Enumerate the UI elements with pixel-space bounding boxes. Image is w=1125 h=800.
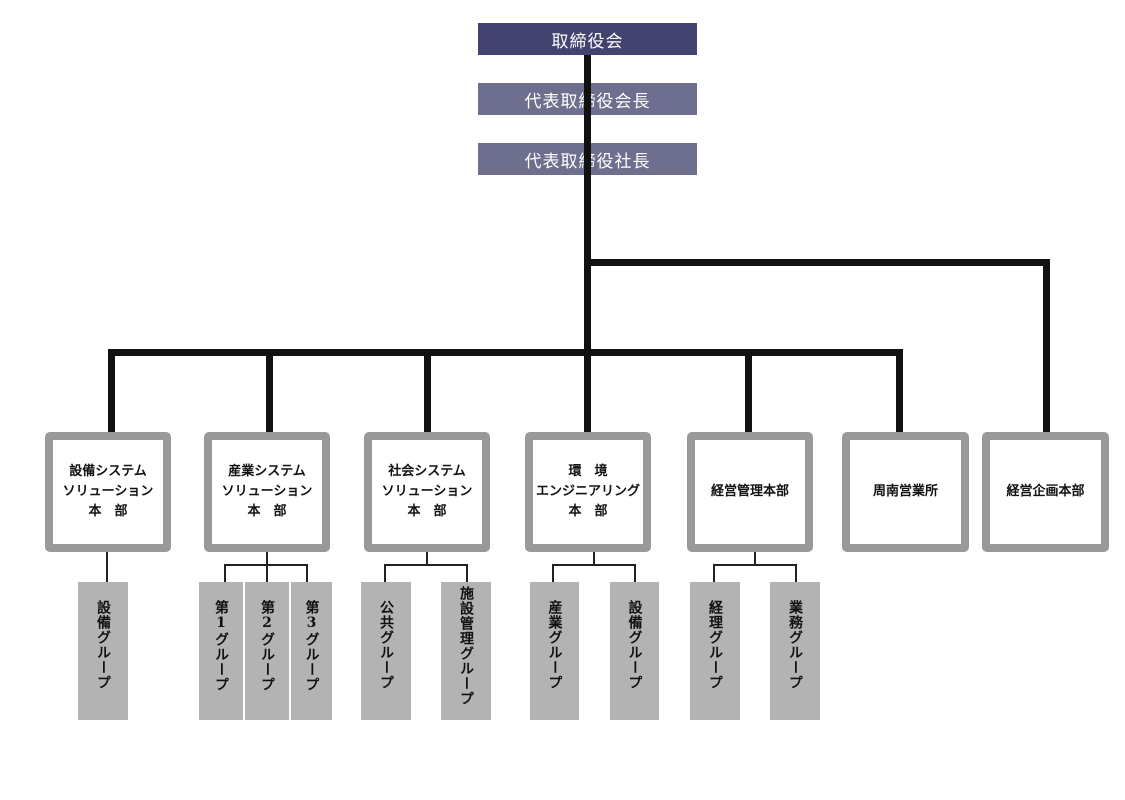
dept-business-management: 経営管理本部 (687, 432, 813, 552)
dept-drop-line (424, 349, 431, 434)
dept-drop-line (108, 349, 115, 434)
dept-equipment-systems: 設備システム ソリューション 本 部 (45, 432, 171, 552)
group-connector (552, 564, 636, 566)
planning-drop-line (1043, 259, 1050, 434)
group-connector (266, 552, 268, 565)
group-connector (552, 564, 554, 582)
dept-social-systems: 社会システム ソリューション 本 部 (364, 432, 490, 552)
planning-branch-line (584, 259, 1050, 266)
group-connector (224, 564, 226, 582)
group-connector (384, 564, 386, 582)
main-trunk-line (584, 55, 591, 355)
group-connector (754, 552, 756, 565)
group-box: 産業グループ (530, 582, 579, 720)
dept-industrial-systems: 産業システム ソリューション 本 部 (204, 432, 330, 552)
group-box: 設備グループ (78, 582, 128, 720)
group-connector (593, 552, 595, 565)
dept-drop-line (745, 349, 752, 434)
group-box: 第1グループ (199, 582, 243, 720)
group-connector (713, 564, 797, 566)
group-connector (426, 552, 428, 565)
group-box: 第2グループ (245, 582, 289, 720)
dept-shunan-sales-office: 周南営業所 (842, 432, 969, 552)
board-of-directors-box: 取締役会 (478, 23, 697, 55)
group-box: 業務グループ (770, 582, 820, 720)
group-connector (306, 564, 308, 582)
group-box: 経理グループ (690, 582, 740, 720)
group-box: 施設管理グループ (441, 582, 491, 720)
group-connector (384, 564, 468, 566)
group-connector (634, 564, 636, 582)
dept-environmental-engineering: 環 境 エンジニアリング 本 部 (525, 432, 651, 552)
departments-bus-line (108, 349, 903, 356)
group-connector (713, 564, 715, 582)
group-box: 第3グループ (291, 582, 332, 720)
group-box: 公共グループ (361, 582, 411, 720)
dept-drop-line (266, 349, 273, 434)
dept-drop-line (896, 349, 903, 434)
group-connector (466, 564, 468, 582)
group-connector (106, 552, 108, 582)
dept-corporate-planning: 経営企画本部 (982, 432, 1109, 552)
group-box: 設備グループ (610, 582, 659, 720)
group-connector (795, 564, 797, 582)
group-connector (266, 564, 268, 582)
dept-drop-line (584, 349, 591, 434)
